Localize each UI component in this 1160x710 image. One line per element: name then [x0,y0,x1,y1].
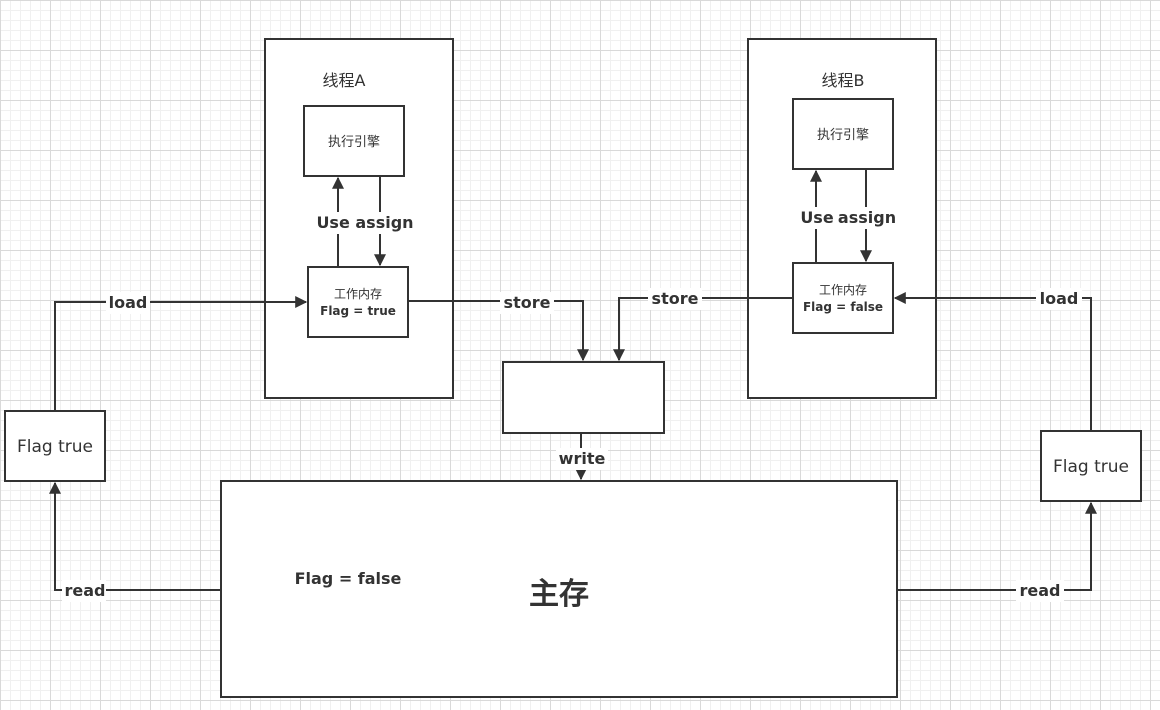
thread-a-work-memory-box [307,266,409,338]
left-flag-copy-label: Flag true [17,437,93,457]
right-load-label: load [1040,289,1079,308]
thread-b-engine-box [792,98,894,170]
left-read-label: read [65,581,106,600]
thread-a-work-memory-title: 工作内存 [334,287,382,301]
thread-a-engine-box [303,105,405,177]
thread-b-engine-label: 执行引擎 [817,128,869,143]
thread-a-store-label: store [504,293,551,312]
thread-a-store-arrow [408,300,589,362]
write-label: write [559,449,606,468]
store-buffer-box [502,361,665,434]
left-read-arrow [49,481,220,591]
thread-b-use-label: Use [800,208,834,227]
right-flag-copy-label: Flag true [1053,457,1129,477]
thread-b-title: 线程B [822,71,865,90]
right-load-arrow [893,292,1092,431]
thread-b-work-memory-title: 工作内存 [819,283,867,297]
thread-b-assign-label: assign [838,208,896,227]
thread-a-use-assign-label: Use assign [316,213,413,232]
thread-b-work-memory-flag: Flag = false [803,300,883,314]
thread-a-work-memory-flag: Flag = true [320,304,396,318]
main-memory-title: 主存 [529,577,589,612]
thread-b-store-label: store [652,289,699,308]
left-load-arrow [54,296,308,411]
thread-b-work-memory-box [792,262,894,334]
thread-b-store-arrow [613,297,793,362]
main-memory-box [220,480,898,698]
main-memory-flag: Flag = false [295,569,402,588]
thread-a-title: 线程A [323,71,366,90]
thread-a-engine-label: 执行引擎 [328,135,380,150]
left-load-label: load [109,293,148,312]
right-read-arrow [897,501,1097,591]
right-read-label: read [1020,581,1061,600]
